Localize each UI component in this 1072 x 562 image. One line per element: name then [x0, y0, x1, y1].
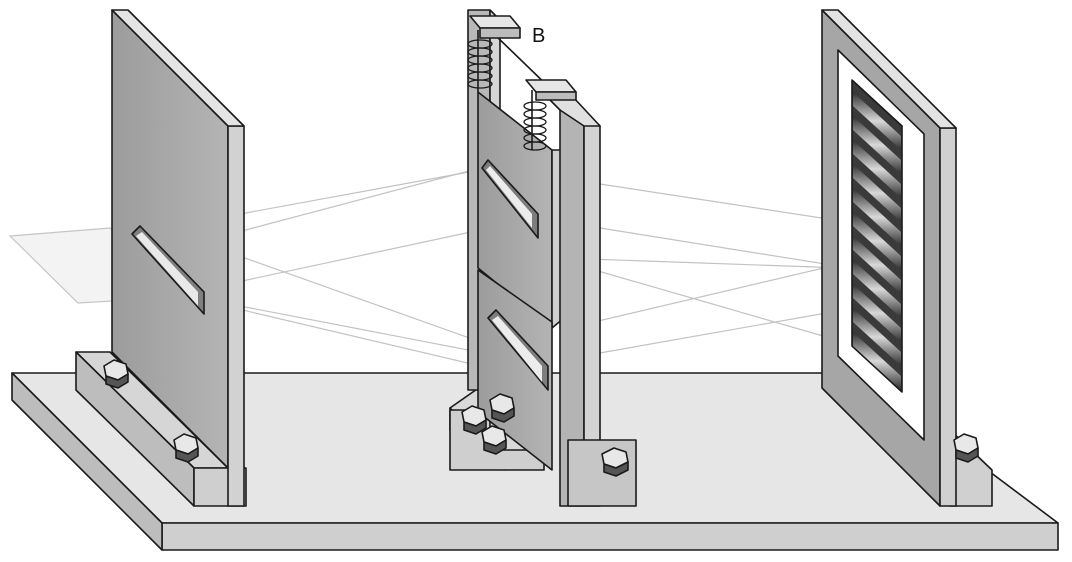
beam-ray	[199, 167, 481, 243]
double-slit-assembly: B	[449, 9, 637, 507]
hex-bolt-icon	[601, 447, 629, 477]
source-slit-light	[136, 232, 198, 306]
base-front	[161, 522, 1059, 551]
hex-bolt-icon	[489, 393, 515, 423]
left-plate-top-edge	[111, 9, 245, 127]
screen-frame-edge	[939, 127, 957, 507]
beam-ray	[239, 169, 481, 215]
left-plate-edge	[227, 125, 245, 507]
second-cap-front	[535, 91, 577, 101]
upper-slit-light	[486, 166, 532, 228]
base-left-side	[11, 372, 163, 551]
hex-bolt-icon	[103, 359, 129, 389]
hex-bolt-icon	[173, 433, 199, 463]
hex-bolt-icon	[481, 425, 507, 455]
second-cap	[525, 79, 577, 93]
hex-bolt-icon	[461, 405, 487, 435]
top-cap-front	[479, 27, 521, 39]
beam-ray	[199, 241, 521, 357]
spring-coil-icon	[467, 39, 493, 89]
label-b: B	[532, 25, 545, 47]
screen-frame-top	[821, 9, 957, 129]
lower-slit-light	[492, 316, 542, 382]
observation-screen	[821, 9, 993, 507]
hex-bolt-icon	[953, 433, 979, 463]
beam-ray	[199, 229, 481, 291]
source-slit-plate	[75, 9, 247, 507]
interference-fringes-icon	[851, 79, 903, 393]
beam-ray	[559, 259, 831, 339]
spring-coil-icon	[523, 101, 547, 151]
front-post-foot	[567, 439, 637, 507]
top-cap	[469, 15, 521, 29]
